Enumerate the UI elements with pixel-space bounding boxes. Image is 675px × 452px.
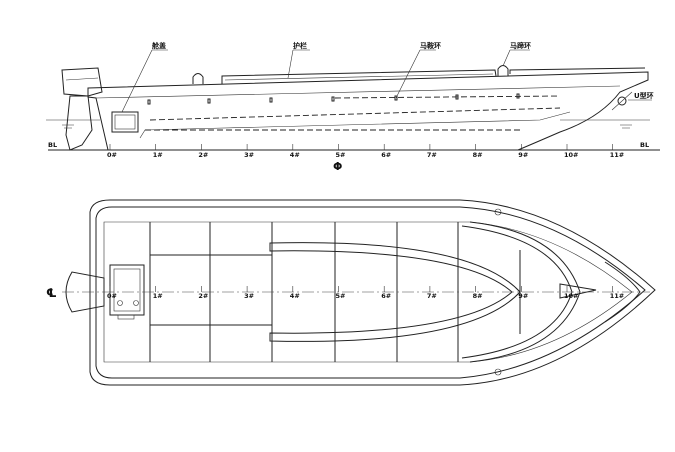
frame-label: 2#	[198, 292, 208, 300]
frame-label: 10#	[564, 151, 579, 159]
frame-label: 2#	[198, 151, 208, 159]
saddle-ring-label-2: 马蹄环	[510, 41, 531, 50]
frame-label: 11#	[610, 151, 625, 159]
hull-outline	[89, 199, 656, 386]
u-ring-label: U型环	[634, 91, 654, 100]
baseline-label-right: BL	[640, 141, 649, 149]
frame-label: 4#	[290, 151, 300, 159]
frame-label: 4#	[290, 292, 300, 300]
midship-symbol: Φ	[333, 160, 342, 173]
frame-label: 9#	[518, 292, 528, 300]
centerline-symbol: ℄	[46, 286, 57, 300]
frame-label: 1#	[153, 151, 163, 159]
saddle-ring-label-1: 马鞍环	[420, 41, 441, 50]
frame-label: 6#	[381, 151, 391, 159]
u-ring	[617, 96, 627, 106]
hull-profile	[87, 71, 649, 151]
frame-label: 7#	[427, 292, 437, 300]
frame-label: 7#	[427, 151, 437, 159]
hatch-cover	[111, 111, 139, 133]
baseline-label-left: BL	[48, 141, 57, 149]
plan-view: ℄ 0# 1# 2# 3# 4# 5# 6# 7# 8# 9# 10# 11#	[46, 199, 656, 386]
frame-label: 11#	[610, 292, 625, 300]
frame-label: 3#	[244, 151, 254, 159]
frame-label: 0#	[107, 292, 117, 300]
saddle-ring-1	[192, 73, 204, 84]
guard-rail	[221, 69, 497, 84]
frame-label: 5#	[336, 292, 346, 300]
side-elevation: BL BL 舱盖 护栏 马鞍环 马蹄环 U型环 Φ 0# 1# 2# 3# 4# 5# 6#…	[46, 41, 660, 173]
saddle-ring-2	[497, 65, 509, 76]
plan-hatch	[109, 264, 145, 316]
frame-label: 10#	[564, 292, 579, 300]
outboard-motor	[61, 67, 103, 151]
frame-label: 5#	[336, 151, 346, 159]
outboard-motor-plan	[65, 271, 105, 313]
frame-label: 1#	[153, 292, 163, 300]
frame-label: 6#	[381, 292, 391, 300]
frame-label: 8#	[473, 292, 483, 300]
frame-label: 8#	[473, 151, 483, 159]
frame-label: 3#	[244, 292, 254, 300]
rail-label: 护栏	[293, 41, 307, 50]
hatch-cover-label: 舱盖	[152, 41, 166, 50]
frame-label: 0#	[107, 151, 117, 159]
frame-label: 9#	[518, 151, 528, 159]
